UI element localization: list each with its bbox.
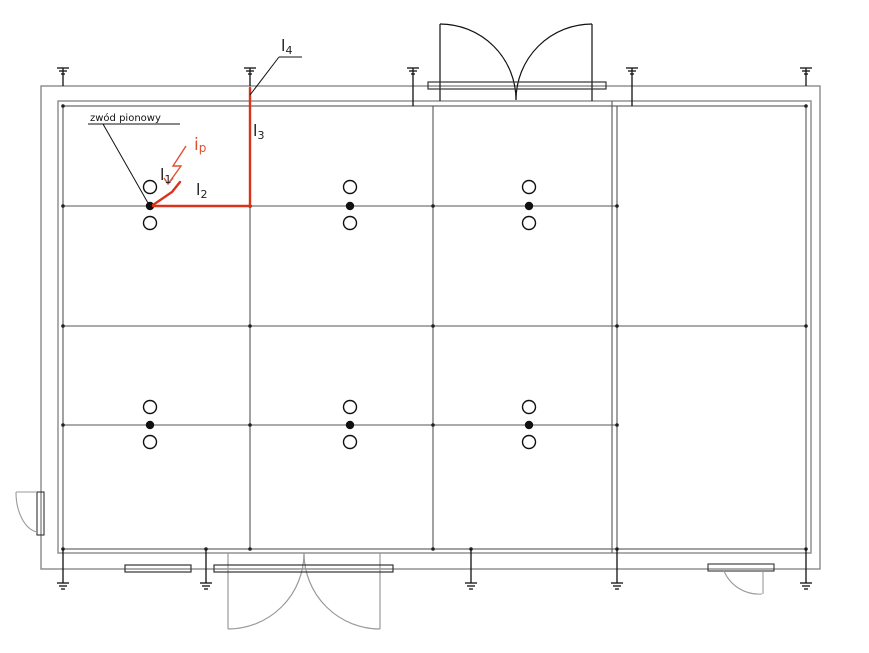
building-walls [40,85,821,570]
air-terminal-5 [342,399,358,450]
earth-top-5 [800,67,812,86]
l1-label: l1 [160,165,171,186]
air-terminal-3 [521,179,537,231]
l1-letter: l [160,165,164,184]
air-terminal-6 [521,399,537,450]
l4-leader [249,56,302,96]
l3-letter: l [253,121,257,140]
bottom-window-left [124,564,192,573]
current-path [151,86,252,208]
l4-label: l4 [281,36,292,57]
vertical-wire-label: zwód pionowy [90,112,161,124]
left-side-door [15,491,45,536]
top-double-door [427,23,607,101]
earthing-symbols-bottom [57,549,812,590]
earth-bottom-4 [611,549,623,590]
l4-subscript: 4 [285,44,292,57]
l2-letter: l [196,180,200,199]
ip-label: ip [194,135,206,155]
l2-subscript: 2 [200,188,207,201]
bottom-double-door [213,552,394,630]
earth-top-1 [57,67,69,86]
bottom-right-door [707,563,775,595]
earth-bottom-3 [465,549,477,590]
ip-letter: i [194,135,199,155]
earth-bottom-1 [57,549,69,590]
roof-grid [62,101,807,553]
earth-top-2 [244,67,256,86]
lightning-strike-icon [163,145,187,186]
vertical-wire-leader [88,123,180,204]
earth-top-3 [407,67,419,106]
air-terminals [142,179,537,450]
grid-nodes [61,104,808,551]
l2-label: l2 [196,180,207,201]
earthing-symbols-top [57,67,812,106]
earth-bottom-5 [800,549,812,590]
earth-top-4 [626,67,638,106]
ip-subscript: p [199,141,207,155]
earth-bottom-2 [200,549,212,590]
l3-label: l3 [253,121,264,142]
l3-subscript: 3 [257,129,264,142]
air-terminal-4 [142,399,158,450]
l4-letter: l [281,36,285,55]
air-terminal-2 [342,179,358,231]
l1-subscript: 1 [164,173,171,186]
